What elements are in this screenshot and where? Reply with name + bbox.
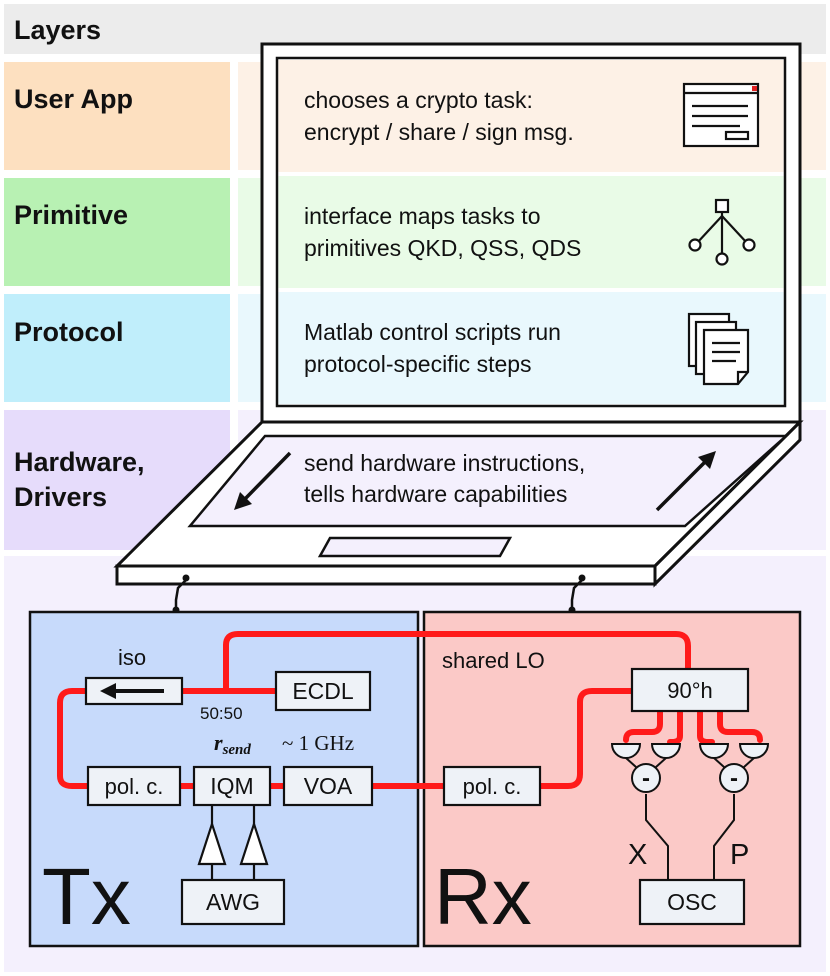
user-app-desc-line2: encrypt / share / sign msg. bbox=[304, 119, 574, 145]
rate-value: ~ 1 GHz bbox=[282, 731, 354, 755]
tx-cable-joint bbox=[182, 574, 190, 582]
hardware-desc-line1: send hardware instructions, bbox=[304, 450, 585, 476]
protocol-desc-line1: Matlab control scripts run bbox=[304, 319, 561, 345]
tx-label: Tx bbox=[42, 852, 131, 941]
voa-box bbox=[282, 765, 374, 807]
rx-polarization-controller bbox=[442, 765, 542, 807]
user-app-label-tile bbox=[4, 62, 230, 170]
p-quadrature-label: P bbox=[730, 839, 749, 871]
tree-icon bbox=[688, 198, 756, 266]
protocol-label-tile bbox=[4, 294, 230, 402]
hybrid-label: 90°h bbox=[667, 678, 713, 703]
rate-variable: rsend bbox=[214, 730, 251, 758]
left-arrow-icon bbox=[100, 683, 164, 699]
layers-title: Layers bbox=[14, 15, 101, 45]
ecdl-box bbox=[274, 670, 372, 712]
up-arrow-icon bbox=[655, 451, 716, 512]
window-icon bbox=[682, 82, 760, 148]
photodiode-icon bbox=[610, 743, 770, 759]
hybrid-box bbox=[630, 667, 750, 713]
rx-polc-label: pol. c. bbox=[463, 774, 522, 799]
splitter-ratio: 50:50 bbox=[200, 704, 243, 723]
primitive-desc-line1: interface maps tasks to bbox=[304, 203, 541, 229]
protocol-desc-line2: protocol-specific steps bbox=[304, 351, 532, 377]
voa-label: VOA bbox=[304, 773, 353, 799]
tx-polc-label: pol. c. bbox=[105, 774, 164, 799]
isolator-label: iso bbox=[118, 645, 146, 670]
shared-lo-label: shared LO bbox=[442, 648, 545, 673]
laptop-touchpad bbox=[317, 536, 513, 558]
layer-label-hardware: Hardware, bbox=[14, 447, 145, 477]
iqm-label: IQM bbox=[210, 773, 253, 799]
amplifier-icon bbox=[197, 805, 269, 880]
ecdl-label: ECDL bbox=[292, 678, 354, 704]
user-app-desc-line1: chooses a crypto task: bbox=[304, 87, 533, 113]
rx-cable-joint bbox=[578, 574, 586, 582]
tx-polarization-controller bbox=[86, 765, 182, 807]
oscilloscope-box bbox=[638, 878, 746, 926]
laptop-base-front bbox=[115, 564, 657, 586]
layer-label-primitive: Primitive bbox=[14, 200, 128, 230]
iqm-box bbox=[192, 765, 272, 807]
awg-label: AWG bbox=[206, 889, 260, 915]
layer-label-drivers: Drivers bbox=[14, 482, 107, 512]
layer-label-user-app: User App bbox=[14, 84, 133, 114]
laptop-keyboard-area bbox=[187, 434, 790, 528]
laptop-screen-display bbox=[275, 56, 787, 408]
hardware-desc-line2: tells hardware capabilities bbox=[304, 481, 567, 507]
documents-icon bbox=[687, 312, 750, 386]
layer-label-protocol: Protocol bbox=[14, 317, 124, 347]
x-quadrature-label: X bbox=[628, 839, 647, 871]
screen-primitive-band bbox=[278, 176, 784, 288]
primitive-desc-line2: primitives QKD, QSS, QDS bbox=[304, 235, 581, 261]
laptop-cables bbox=[174, 579, 583, 612]
oscilloscope-label: OSC bbox=[667, 889, 717, 915]
minus-sign-x: - bbox=[642, 765, 650, 792]
subtractor-p bbox=[719, 763, 749, 793]
minus-sign-p: - bbox=[730, 765, 738, 792]
awg-box bbox=[180, 878, 286, 926]
subtractor-x bbox=[631, 763, 661, 793]
fiber-paths bbox=[57, 631, 763, 789]
down-arrow-icon bbox=[234, 451, 292, 510]
primitive-label-tile bbox=[4, 178, 230, 286]
rx-label: Rx bbox=[434, 852, 532, 941]
